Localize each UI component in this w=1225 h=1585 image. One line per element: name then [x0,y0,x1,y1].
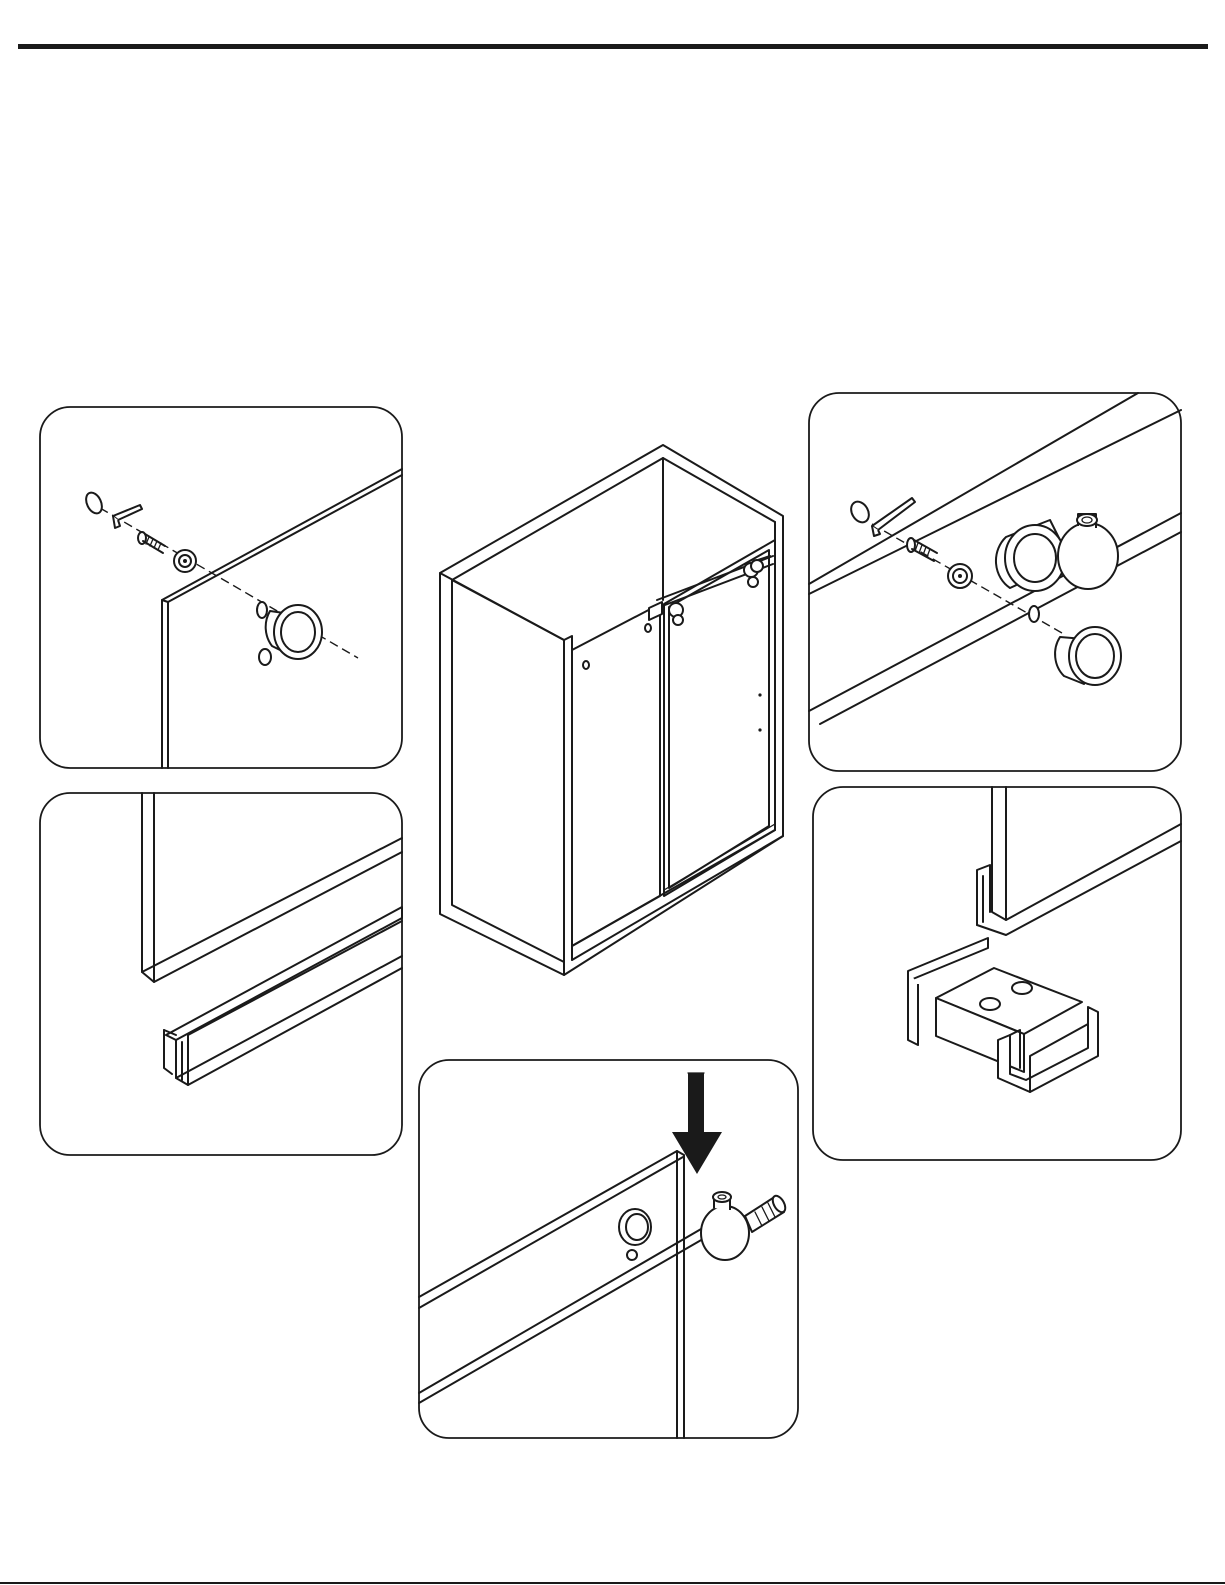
detail-frame [809,393,1181,771]
detail-handle-mount [40,407,402,768]
detail-roller-on-bar [419,1060,798,1438]
detail-frame [40,407,402,768]
detail-frame [40,793,402,1155]
detail-roller-mount [809,393,1181,771]
main-shower-enclosure [440,445,783,975]
top-rule [18,44,1208,49]
detail-bottom-guide-rail [40,793,402,1155]
detail-floor-guide [813,787,1181,1160]
